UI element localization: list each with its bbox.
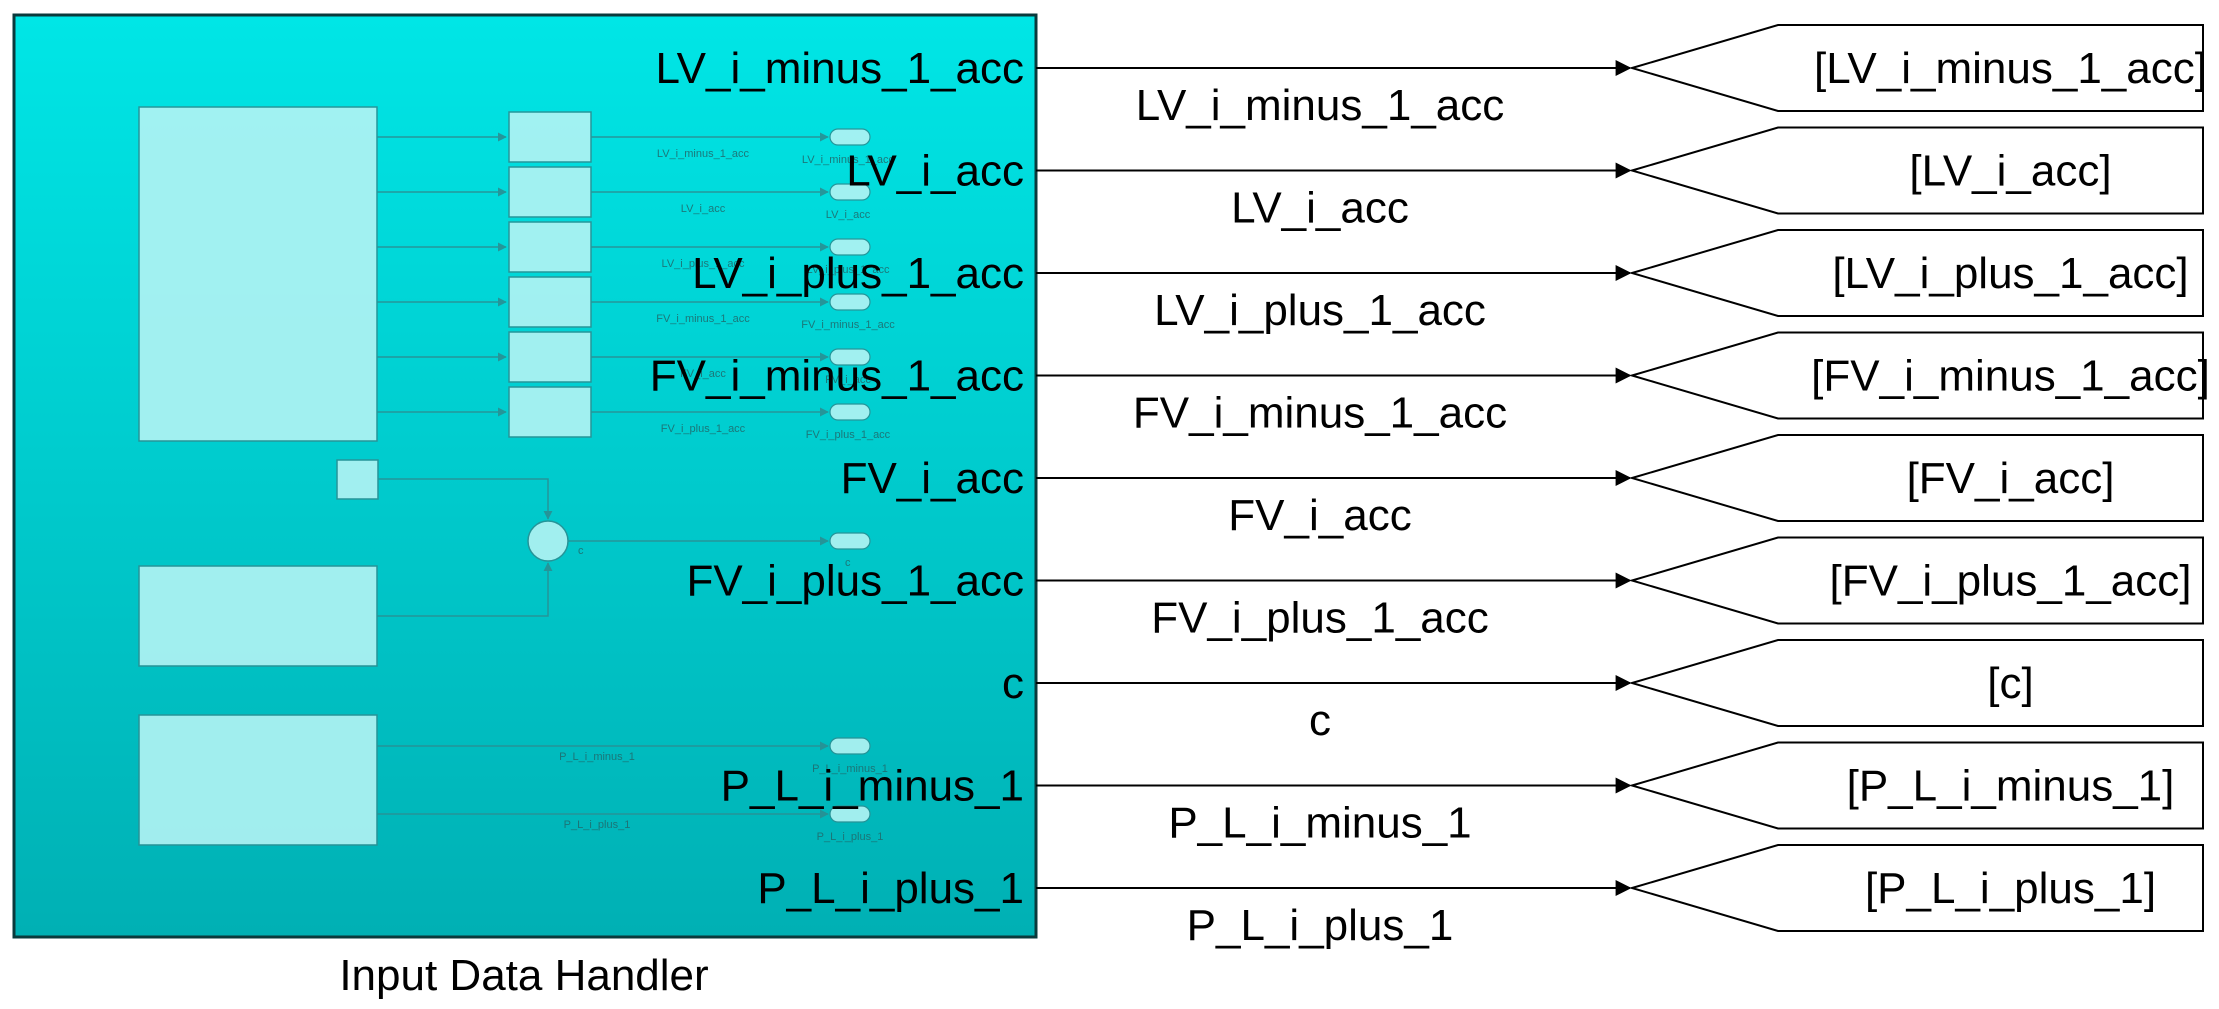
inner-wire-label: P_L_i_plus_1 bbox=[564, 819, 631, 831]
inner-wire-label: FV_i_plus_1_acc bbox=[661, 423, 746, 435]
inner-outport-label: P_L_i_minus_1 bbox=[812, 763, 888, 775]
subsystem-outport-label: FV_i_minus_1_acc bbox=[650, 352, 1024, 401]
signal-name-label: FV_i_plus_1_acc bbox=[1151, 594, 1489, 643]
subsystem-outport-label: P_L_i_plus_1 bbox=[757, 864, 1024, 913]
goto-block[interactable] bbox=[1628, 331, 2204, 420]
inner-outport-label: FV_i_acc bbox=[825, 374, 871, 386]
inner-source-block-2 bbox=[138, 565, 378, 667]
inner-outport bbox=[829, 238, 871, 256]
inner-wire-block2-to-sum bbox=[377, 562, 553, 617]
signal-name-label: LV_i_acc bbox=[1231, 184, 1409, 233]
subsystem-outport-label: FV_i_acc bbox=[841, 454, 1024, 503]
subsystem-outport-label: FV_i_plus_1_acc bbox=[686, 557, 1024, 606]
signal-name-label: P_L_i_plus_1 bbox=[1187, 901, 1454, 950]
subsystem-title: Input Data Handler bbox=[339, 951, 708, 1000]
inner-wire-label: LV_i_acc bbox=[681, 203, 726, 215]
inner-outport bbox=[829, 293, 871, 311]
inner-conversion-block bbox=[508, 166, 592, 218]
inner-wire-label: LV_i_minus_1_acc bbox=[657, 148, 750, 160]
inner-outport bbox=[829, 183, 871, 201]
subsystem-outport-label: LV_i_plus_1_acc bbox=[692, 249, 1024, 298]
inner-outport-label: FV_i_minus_1_acc bbox=[801, 319, 895, 331]
goto-block[interactable] bbox=[1628, 229, 2204, 317]
goto-block[interactable] bbox=[1628, 434, 2204, 522]
inner-wire-label: LV_i_plus_1_acc bbox=[662, 258, 745, 270]
signal-name-label: LV_i_plus_1_acc bbox=[1154, 286, 1486, 335]
goto-tag-label: [c] bbox=[1987, 659, 2033, 708]
inner-constant-block bbox=[336, 459, 379, 500]
inner-outport-label: FV_i_plus_1_acc bbox=[806, 429, 891, 441]
subsystem-outport-label: c bbox=[1002, 659, 1024, 708]
inner-outport-label: LV_i_plus_1_acc bbox=[807, 264, 890, 276]
inner-wire-label: FV_i_acc bbox=[680, 368, 726, 380]
goto-block[interactable] bbox=[1628, 24, 2204, 112]
signal-name-label: P_L_i_minus_1 bbox=[1168, 799, 1471, 848]
goto-tag-label: [LV_i_acc] bbox=[1909, 147, 2111, 196]
signal-name-label: FV_i_minus_1_acc bbox=[1133, 389, 1507, 438]
inner-wire-label: FV_i_minus_1_acc bbox=[656, 313, 750, 325]
inner-conversion-block bbox=[508, 386, 592, 438]
inner-wire-constant-to-sum bbox=[378, 478, 553, 520]
goto-block[interactable] bbox=[1628, 741, 2204, 830]
inner-source-block bbox=[138, 106, 378, 442]
goto-tag-label: [LV_i_plus_1_acc] bbox=[1832, 249, 2188, 298]
goto-tag-label: [P_L_i_minus_1] bbox=[1847, 762, 2175, 811]
inner-source-block-3 bbox=[138, 714, 378, 846]
goto-tag-label: [FV_i_minus_1_acc] bbox=[1811, 352, 2210, 401]
subsystem-outport-label: LV_i_minus_1_acc bbox=[655, 44, 1024, 93]
goto-block[interactable] bbox=[1628, 536, 2204, 625]
inner-outport-c bbox=[829, 532, 871, 550]
goto-block[interactable] bbox=[1628, 126, 2204, 215]
inner-wire-label: P_L_i_minus_1 bbox=[559, 751, 635, 763]
inner-wire-label-c: c bbox=[578, 545, 584, 557]
inner-conversion-block bbox=[508, 331, 592, 383]
goto-block[interactable] bbox=[1628, 844, 2204, 932]
inner-outport-label: LV_i_minus_1_acc bbox=[802, 154, 895, 166]
inner-outport bbox=[829, 348, 871, 366]
inner-outport-label: LV_i_acc bbox=[826, 209, 871, 221]
inner-conversion-block bbox=[508, 276, 592, 328]
inner-outport bbox=[829, 805, 871, 823]
inner-outport bbox=[829, 128, 871, 146]
inner-outport bbox=[829, 737, 871, 755]
signal-name-label: FV_i_acc bbox=[1228, 491, 1411, 540]
goto-tag-label: [P_L_i_plus_1] bbox=[1865, 864, 2156, 913]
goto-tag-label: [FV_i_acc] bbox=[1907, 454, 2115, 503]
inner-conversion-block bbox=[508, 111, 592, 163]
inner-outport bbox=[829, 403, 871, 421]
signal-name-label: LV_i_minus_1_acc bbox=[1136, 81, 1505, 130]
inner-outport-label-c: c bbox=[845, 557, 851, 569]
subsystem-outport-label: LV_i_acc bbox=[846, 147, 1024, 196]
goto-tag-label: [LV_i_minus_1_acc] bbox=[1814, 44, 2207, 93]
goto-block[interactable] bbox=[1628, 639, 2204, 727]
goto-tag-label: [FV_i_plus_1_acc] bbox=[1830, 557, 2192, 606]
subsystem-outport-label: P_L_i_minus_1 bbox=[721, 762, 1024, 811]
inner-outport-label: P_L_i_plus_1 bbox=[817, 831, 884, 843]
inner-sum-block bbox=[527, 520, 569, 562]
inner-conversion-block bbox=[508, 221, 592, 273]
signal-name-label: c bbox=[1309, 696, 1331, 745]
